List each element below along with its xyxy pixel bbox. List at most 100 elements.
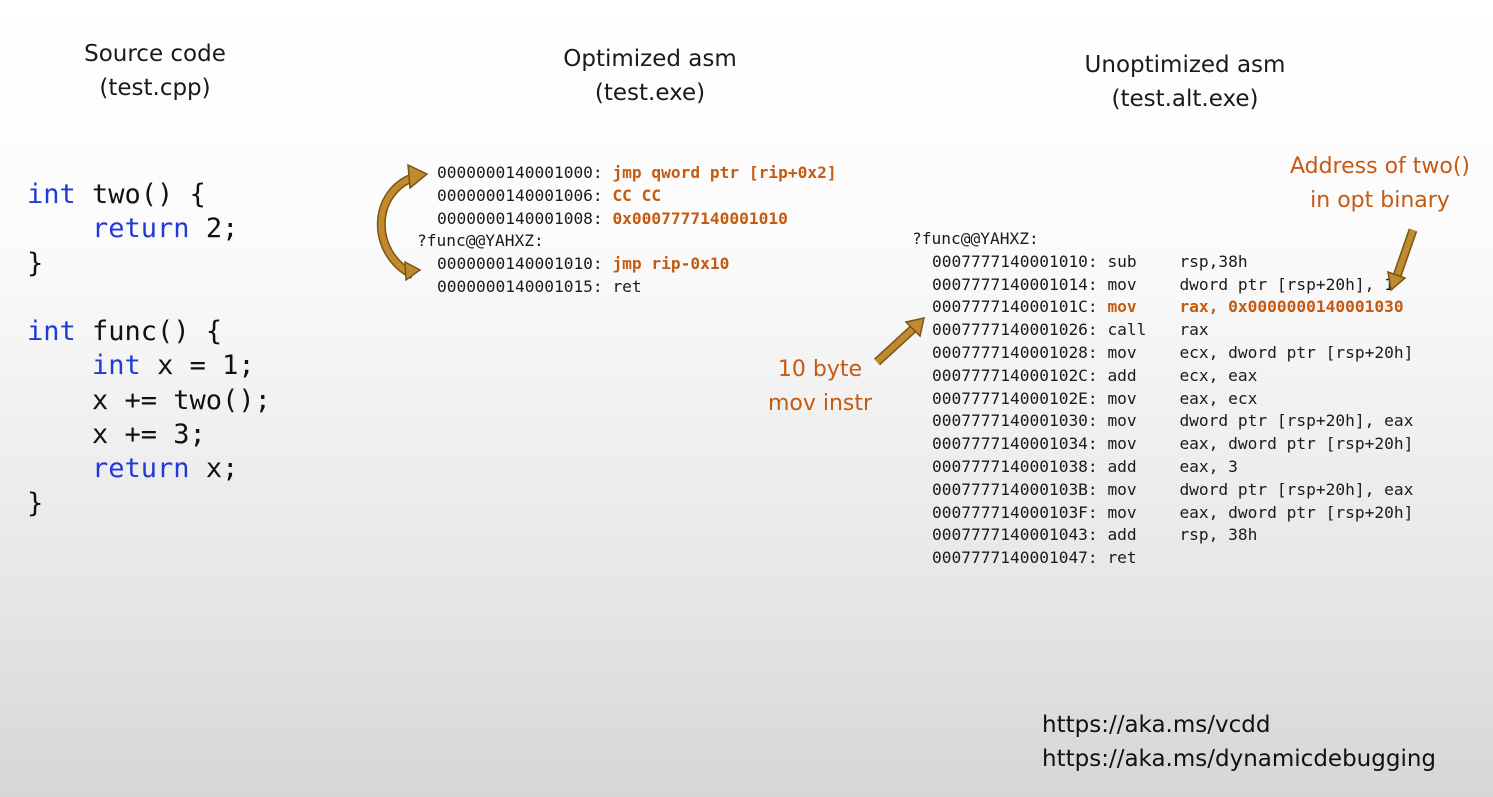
code-line: int x = 1; bbox=[27, 349, 271, 383]
asm-row: 000777714000101C: mov rax, 0x000000014000… bbox=[912, 296, 1413, 319]
reference-links: https://aka.ms/vcdd https://aka.ms/dynam… bbox=[1042, 708, 1436, 776]
asm-mnemonic: add bbox=[1107, 456, 1137, 476]
code-keyword: int bbox=[27, 179, 76, 210]
asm-row: 0007777140001014: mov dword ptr [rsp+20h]… bbox=[912, 274, 1413, 297]
asm-address: 000777714000103F: bbox=[932, 502, 1098, 522]
asm-mnemonic: sub bbox=[1107, 251, 1137, 271]
source-code-heading: Source code (test.cpp) bbox=[55, 37, 255, 105]
link-vcdd[interactable]: https://aka.ms/vcdd bbox=[1042, 712, 1271, 738]
code-line: x += two(); bbox=[27, 384, 271, 418]
asm-operands: rax bbox=[1179, 320, 1209, 340]
asm-row: 0000000140001006: CC CC bbox=[417, 185, 837, 208]
code-text: 2; bbox=[189, 213, 239, 245]
heading-title: Optimized asm bbox=[563, 46, 737, 72]
asm-address: 000777714000103B: bbox=[932, 479, 1098, 499]
asm-address: 0000000140001010: bbox=[437, 254, 603, 274]
asm-address: 0007777140001047: bbox=[932, 548, 1098, 568]
code-text: func() { bbox=[75, 316, 223, 348]
asm-mnemonic: mov bbox=[1107, 411, 1137, 431]
arrow-to-mov bbox=[873, 317, 925, 366]
asm-row: 0000000140001008: 0x0007777140001010 bbox=[417, 208, 837, 231]
curved-jump-arrowhead bbox=[407, 163, 429, 190]
asm-operands: rsp, 38h bbox=[1179, 525, 1258, 545]
arrow-to-address bbox=[1387, 228, 1418, 292]
code-text: } bbox=[27, 247, 44, 279]
code-text: two() { bbox=[75, 179, 206, 210]
code-text: x += 3; bbox=[27, 419, 206, 451]
address-annotation: Address of two() in opt binary bbox=[1270, 150, 1490, 218]
asm-row: 0000000140001015: ret bbox=[417, 276, 837, 299]
code-keyword: int bbox=[27, 316, 76, 348]
asm-address: 0000000140001000: bbox=[437, 163, 603, 182]
curved-jump-arrow bbox=[376, 171, 420, 280]
asm-operands: ecx, dword ptr [rsp+20h] bbox=[1179, 342, 1414, 362]
code-line: return 2; bbox=[27, 212, 271, 246]
code-keyword: int bbox=[92, 350, 141, 382]
asm-operands: ecx, eax bbox=[1179, 365, 1258, 385]
asm-operands: eax, dword ptr [rsp+20h] bbox=[1179, 502, 1414, 522]
heading-title: Unoptimized asm bbox=[1084, 52, 1286, 78]
code-line: int two() { bbox=[27, 178, 271, 212]
heading-subtitle: (test.alt.exe) bbox=[1111, 86, 1259, 112]
annotation-line: Address of two() bbox=[1289, 154, 1471, 179]
asm-mnemonic: mov bbox=[1107, 274, 1137, 294]
asm-address: 0007777140001014: bbox=[932, 274, 1098, 294]
unoptimized-asm-heading: Unoptimized asm (test.alt.exe) bbox=[1060, 48, 1310, 116]
asm-operands: eax, dword ptr [rsp+20h] bbox=[1179, 434, 1414, 454]
asm-mnemonic: mov bbox=[1107, 502, 1137, 522]
asm-operands: eax, ecx bbox=[1179, 388, 1258, 408]
asm-row: 0007777140001026: call rax bbox=[912, 319, 1413, 342]
annotation-line: mov instr bbox=[767, 391, 873, 416]
asm-address: 0000000140001015: bbox=[437, 276, 603, 296]
asm-instruction: CC CC bbox=[612, 185, 662, 205]
code-line: int func() { bbox=[27, 315, 271, 349]
asm-mnemonic: mov bbox=[1107, 479, 1137, 499]
optimized-asm-heading: Optimized asm (test.exe) bbox=[520, 42, 780, 110]
asm-address: 0007777140001028: bbox=[932, 342, 1098, 362]
code-keyword: return bbox=[92, 213, 190, 245]
asm-mnemonic: mov bbox=[1107, 297, 1137, 317]
asm-address: 0000000140001008: bbox=[437, 208, 603, 228]
asm-row: 0007777140001047: ret bbox=[912, 547, 1413, 570]
link-dynamic-debugging[interactable]: https://aka.ms/dynamicdebugging bbox=[1042, 746, 1437, 772]
code-line: x += 3; bbox=[27, 418, 271, 452]
asm-operands: rax, 0x0000000140001030 bbox=[1179, 297, 1404, 317]
asm-operands: dword ptr [rsp+20h], 1 bbox=[1179, 274, 1394, 294]
asm-address: 0007777140001034: bbox=[932, 434, 1098, 454]
asm-address: 0007777140001038: bbox=[932, 456, 1098, 476]
mov-annotation: 10 byte mov instr bbox=[755, 353, 885, 421]
asm-instruction: jmp rip-0x10 bbox=[612, 254, 730, 274]
annotation-line: in opt binary bbox=[1310, 188, 1450, 213]
asm-row: 0000000140001000: jmp qword ptr [rip+0x2… bbox=[417, 162, 837, 185]
asm-row: 0007777140001030: mov dword ptr [rsp+20h]… bbox=[912, 410, 1413, 433]
asm-instruction: jmp qword ptr [rip+0x2] bbox=[612, 163, 837, 182]
asm-mnemonic: call bbox=[1107, 320, 1147, 340]
asm-address: 0007777140001010: bbox=[932, 251, 1098, 271]
asm-address: 000777714000102E: bbox=[932, 388, 1098, 408]
asm-mnemonic: ret bbox=[1107, 548, 1137, 568]
annotation-line: 10 byte bbox=[777, 357, 863, 382]
asm-operands: dword ptr [rsp+20h], eax bbox=[1179, 479, 1414, 499]
code-line: return x; bbox=[27, 452, 271, 486]
asm-mnemonic: mov bbox=[1107, 342, 1137, 362]
heading-title: Source code bbox=[84, 41, 226, 67]
asm-address: 000777714000101C: bbox=[932, 297, 1098, 317]
asm-row: 000777714000103F: mov eax, dword ptr [rsp… bbox=[912, 502, 1413, 525]
asm-address: 0007777140001043: bbox=[932, 525, 1098, 545]
asm-operands: dword ptr [rsp+20h], eax bbox=[1179, 411, 1414, 431]
optimized-asm-listing: 0000000140001000: jmp qword ptr [rip+0x2… bbox=[417, 162, 837, 299]
asm-mnemonic: mov bbox=[1107, 434, 1137, 454]
function-label: ?func@@YAHXZ: bbox=[912, 229, 1039, 248]
asm-row: 0007777140001028: mov ecx, dword ptr [rsp… bbox=[912, 342, 1413, 365]
asm-address: 0007777140001026: bbox=[932, 320, 1098, 340]
code-text: } bbox=[27, 487, 44, 519]
asm-address: 0007777140001030: bbox=[932, 411, 1098, 431]
asm-address: 0000000140001006: bbox=[437, 185, 603, 205]
asm-address: 000777714000102C: bbox=[932, 365, 1098, 385]
function-label: ?func@@YAHXZ: bbox=[417, 231, 544, 251]
